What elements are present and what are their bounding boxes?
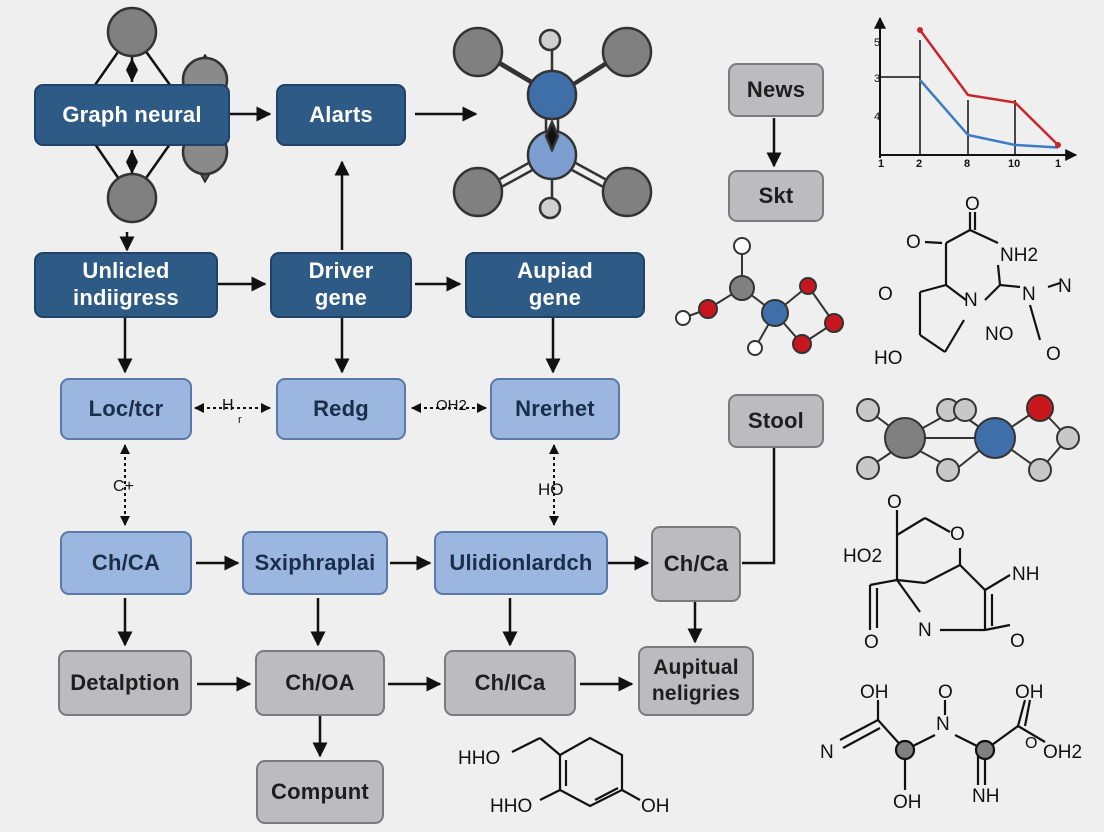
chem-structure-3 (839, 699, 1046, 790)
atom-label: O (878, 284, 893, 305)
x-tick-label: 1 (1055, 158, 1061, 170)
flow-arrows (117, 106, 782, 758)
molecule-ring-icon (675, 237, 844, 356)
node-graph-neural[interactable]: Graph neural (34, 84, 230, 146)
x-tick-label: 1 (878, 158, 884, 170)
edge-label-ho: HO (538, 480, 564, 499)
atom-label: OH (641, 796, 670, 817)
atom-label: NH2 (1000, 245, 1038, 266)
atom-label: NH (1012, 564, 1039, 585)
molecule-star-icon (452, 26, 653, 220)
node-alarts[interactable]: Alarts (276, 84, 406, 146)
node-stool[interactable]: Stool (728, 394, 824, 448)
chem-structure-4 (511, 736, 641, 808)
node-aupitual-neligries[interactable]: Aupitual neligries (638, 646, 754, 716)
node-ch-ica[interactable]: Ch/ICa (444, 650, 576, 716)
atom-label: HHO (458, 748, 500, 769)
node-skt[interactable]: Skt (728, 170, 824, 222)
x-tick-label: 8 (964, 158, 970, 170)
atom-label: OH (1015, 682, 1044, 703)
y-tick-label: 4 (874, 111, 880, 123)
node-redg[interactable]: Redg (276, 378, 406, 440)
y-tick-label: 3 (874, 73, 880, 85)
node-sxiphraplai[interactable]: Sxiphraplai (242, 531, 388, 595)
node-ulidionlardch[interactable]: Ulidionlardch (434, 531, 608, 595)
atom-label: N (936, 714, 950, 735)
node-compunt[interactable]: Compunt (256, 760, 384, 824)
atom-label: O (950, 524, 965, 545)
node-loc-tcr[interactable]: Loc/tcr (60, 378, 192, 440)
chem-structure-1 (918, 212, 1061, 353)
atom-label: O (965, 194, 980, 215)
atom-label: O (938, 682, 953, 703)
atom-label: O (887, 492, 902, 513)
atom-label: O (1010, 631, 1025, 652)
node-nrerhet[interactable]: Nrerhet (490, 378, 620, 440)
edge-label-oh2: OH2 (436, 397, 467, 414)
atom-label: NO (985, 324, 1014, 345)
atom-label: N (964, 290, 978, 311)
atom-label: NH (972, 786, 999, 807)
atom-label: HHO (490, 796, 532, 817)
node-ch-ca[interactable]: Ch/CA (60, 531, 192, 595)
node-detalption[interactable]: Detalption (58, 650, 192, 716)
node-driver-gene[interactable]: Driver gene (270, 252, 412, 318)
atom-label: N (1058, 276, 1072, 297)
node-unlicled-indiigress[interactable]: Unlicled indiigress (34, 252, 218, 318)
x-tick-label: 10 (1008, 158, 1020, 170)
atom-label: O (1025, 735, 1037, 752)
chart-series-blue (919, 79, 1059, 149)
line-chart: 5 3 4 1 2 8 10 1 (874, 16, 1078, 170)
atom-label: N (820, 742, 834, 763)
x-tick-label: 2 (916, 158, 922, 170)
chem-structure-2 (868, 510, 1011, 632)
atom-label: O (1046, 344, 1061, 365)
molecule-bicycle-icon (856, 394, 1080, 482)
node-aupiad-gene[interactable]: Aupiad gene (465, 252, 645, 318)
atom-label: O (906, 232, 921, 253)
y-tick-label: 5 (874, 37, 880, 49)
atom-label: O (864, 632, 879, 653)
chart-series-red (918, 29, 1059, 146)
node-ch-oa[interactable]: Ch/OA (255, 650, 385, 716)
atom-label: N (1022, 284, 1036, 305)
edge-label-h: H (222, 397, 234, 414)
atom-label: OH (893, 792, 922, 813)
atom-label: HO2 (843, 546, 882, 567)
edge-label-c-plus: C+ (113, 478, 134, 495)
node-ch-ca-gray[interactable]: Ch/Ca (651, 526, 741, 602)
dotted-connectors (120, 403, 559, 526)
atom-label: OH (860, 682, 889, 703)
atom-label: OH2 (1043, 742, 1082, 763)
chart-point (1055, 142, 1061, 148)
atom-label: HO (874, 348, 903, 369)
edge-label-r: r (238, 414, 242, 426)
chart-point (917, 27, 923, 33)
node-news[interactable]: News (728, 63, 824, 117)
atom-label: N (918, 620, 932, 641)
